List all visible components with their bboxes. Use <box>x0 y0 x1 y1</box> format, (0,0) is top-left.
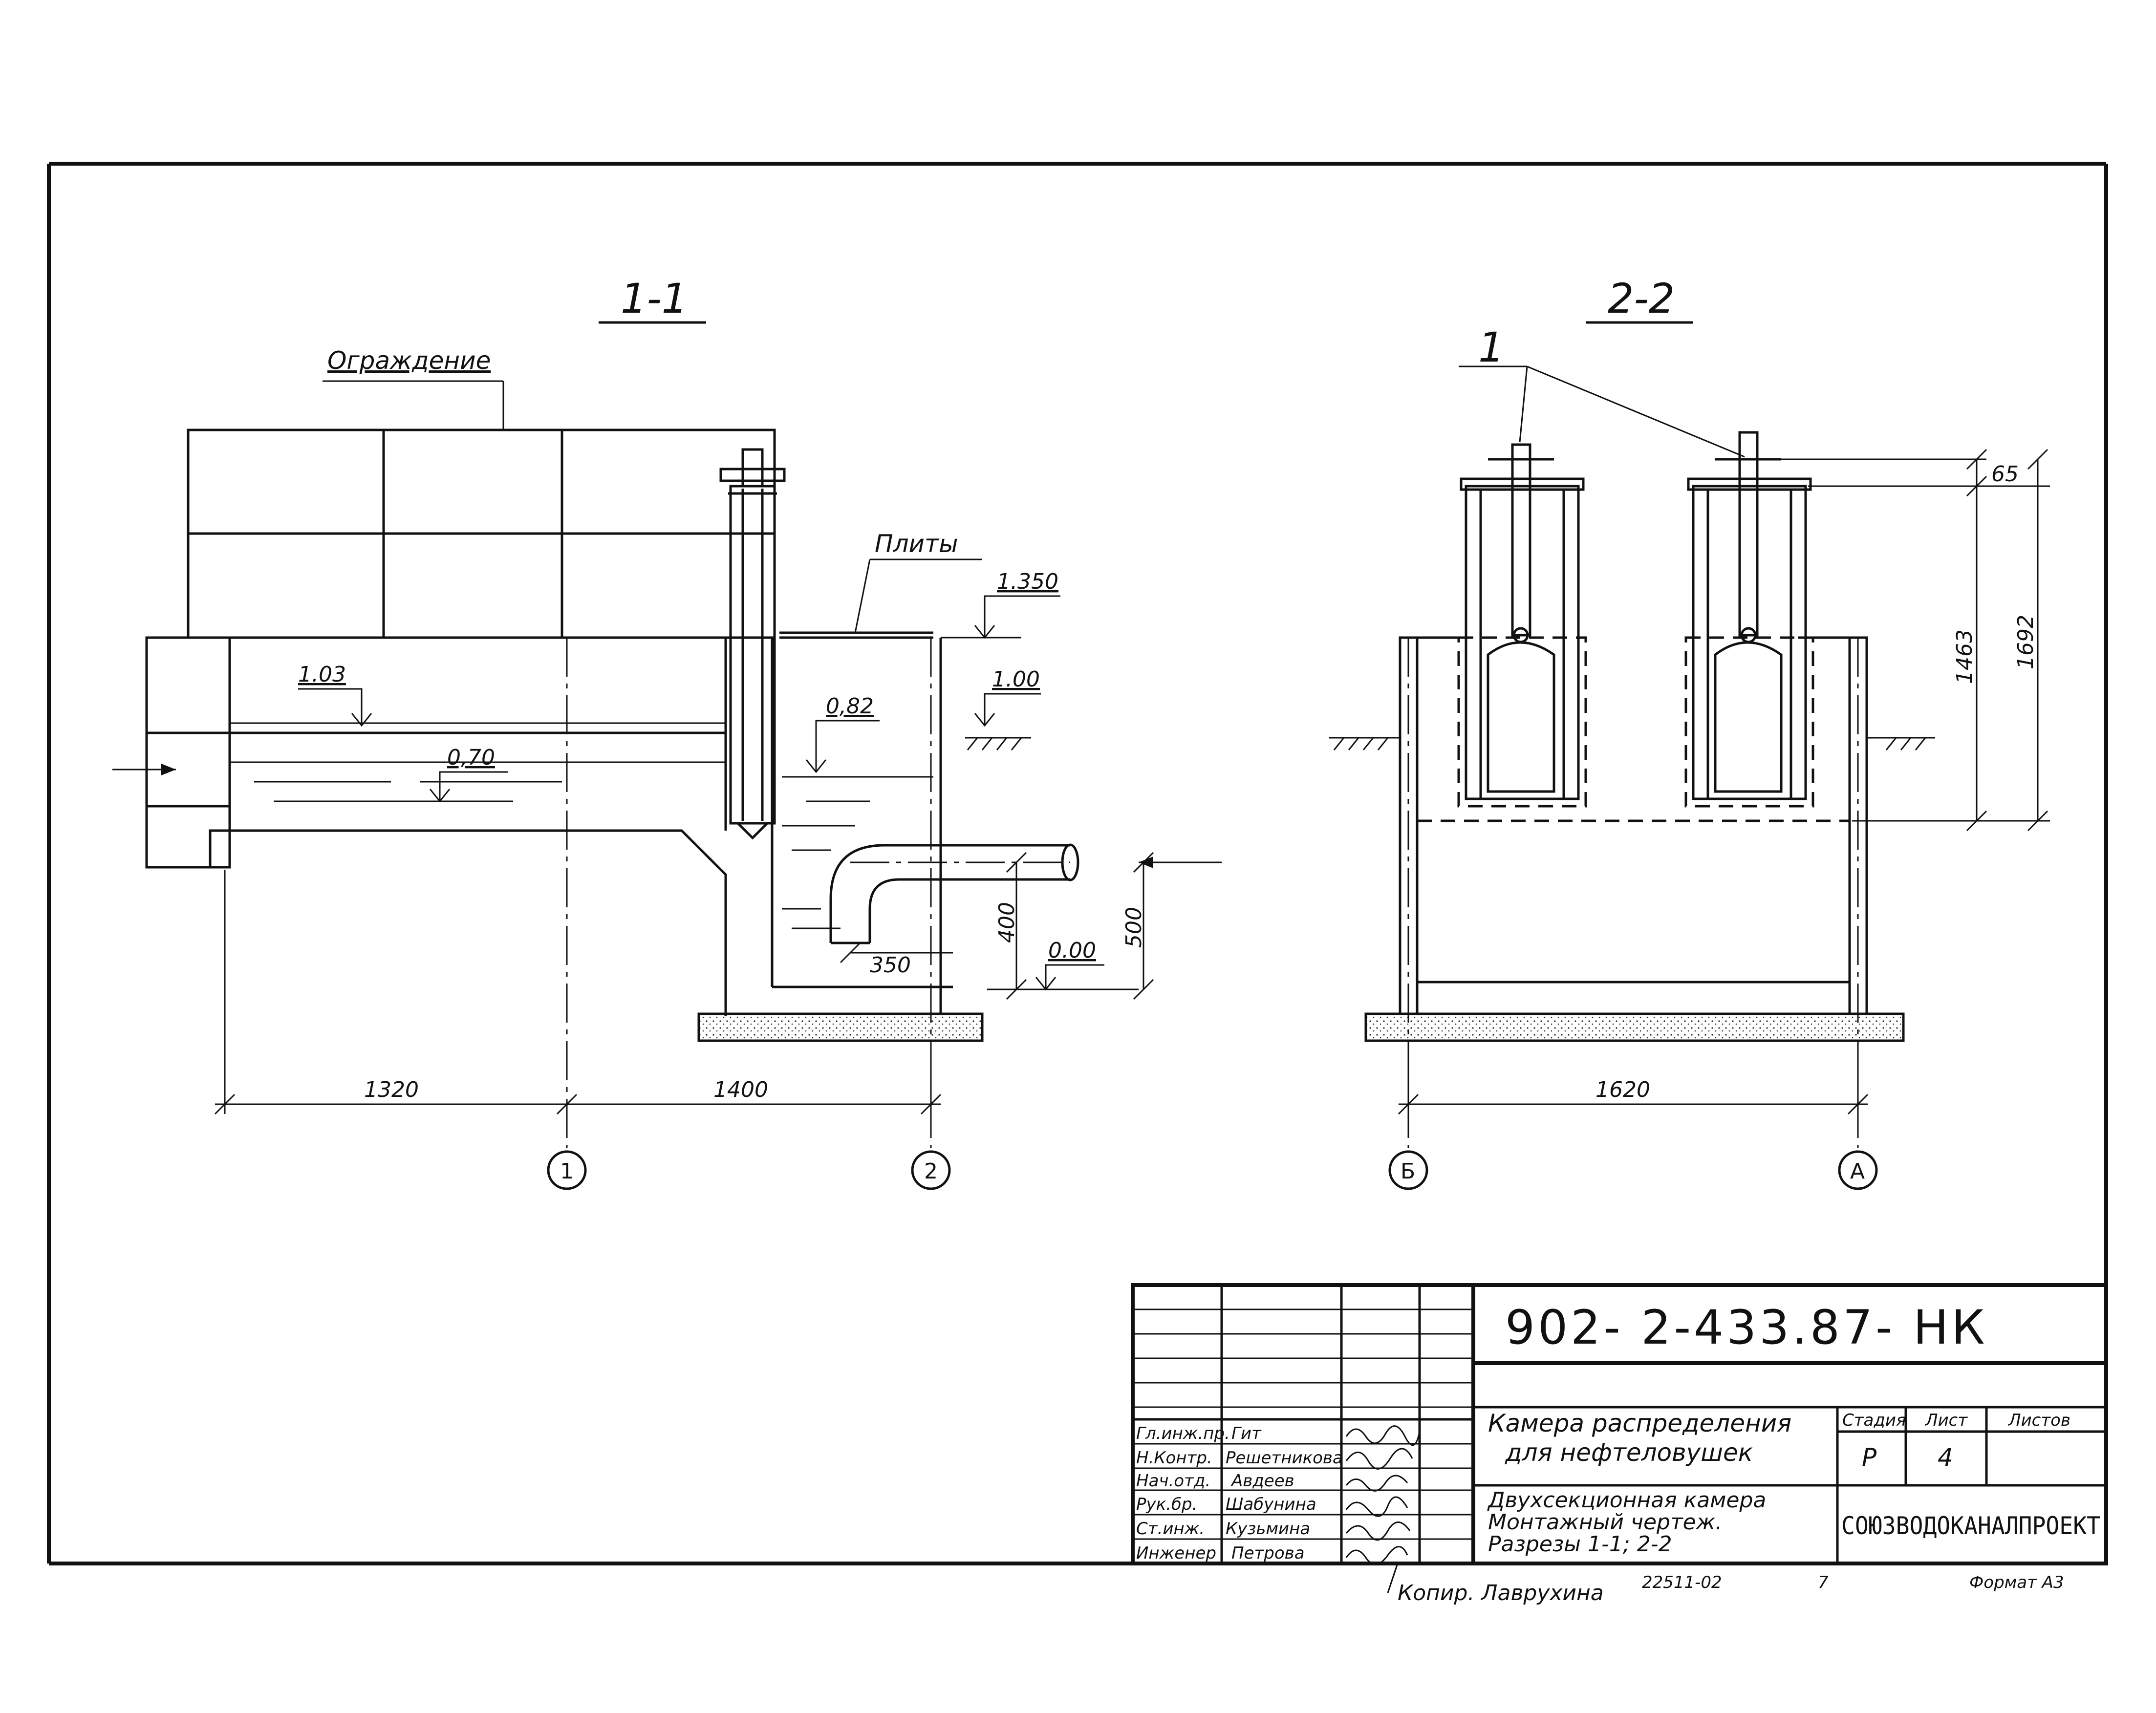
copied-by: Копир. Лаврухина <box>1398 1581 1604 1606</box>
name-3: Авдеев <box>1230 1471 1294 1491</box>
dim-350: 350 <box>870 953 911 978</box>
sheet-title-line-1: Двухсекционная камера <box>1487 1488 1766 1513</box>
stage-value: Р <box>1862 1443 1877 1472</box>
dimension-chain-section-1 <box>214 638 951 1190</box>
page-number: 7 <box>1818 1573 1829 1592</box>
elev-zero-label: 0.00 <box>1048 938 1096 963</box>
object-name-line-2: для нефтеловушек <box>1505 1438 1753 1467</box>
pipe-dimensions <box>840 852 1154 1000</box>
gate-section-1 <box>719 448 786 840</box>
dim-right: 1400 <box>713 1077 768 1102</box>
axis-1-label: 1 <box>560 1159 574 1184</box>
organization-name: СОЮЗВОДОКАНАЛПРОЕКТ <box>1841 1512 2100 1540</box>
name-6: Петрова <box>1231 1543 1305 1563</box>
sheet-value: 4 <box>1938 1443 1953 1472</box>
elev-top-label: 1.350 <box>997 569 1058 594</box>
role-6: Инженер <box>1136 1543 1216 1563</box>
name-2: Решетникова <box>1226 1448 1343 1468</box>
sheet-title-line-3: Разрезы 1-1; 2-2 <box>1488 1532 1672 1557</box>
foundation-section-2 <box>1364 1012 1905 1042</box>
dim-500: 500 <box>1121 907 1146 948</box>
signatures <box>1345 1425 1421 1593</box>
role-2: Н.Контр. <box>1136 1448 1212 1468</box>
elevation-marks-section-1 <box>298 595 1139 991</box>
section-2-2: 2-2 1 <box>1329 275 2050 1190</box>
paper-format: Формат А3 <box>1969 1573 2064 1592</box>
dim-1620: 1620 <box>1595 1077 1650 1102</box>
chamber <box>697 631 1222 1042</box>
callout-1-label: 1 <box>1478 323 1504 371</box>
role-1: Гл.инж.пр. <box>1136 1424 1230 1443</box>
order-number: 22511-02 <box>1642 1573 1722 1592</box>
section-1-title: 1-1 <box>621 275 688 322</box>
axis-a-label: А <box>1850 1159 1865 1184</box>
name-5: Кузьмина <box>1226 1519 1310 1539</box>
name-1: Гит <box>1231 1424 1262 1443</box>
sheet-header: Лист <box>1924 1411 1968 1430</box>
name-4: Шабунина <box>1226 1495 1316 1514</box>
level-2-label: 0,70 <box>447 745 495 770</box>
dim-left: 1320 <box>364 1077 419 1102</box>
level-3-label: 0,82 <box>826 694 874 719</box>
role-4: Рук.бр. <box>1136 1495 1197 1514</box>
dimensions-section-2 <box>1388 449 2050 1190</box>
channel <box>112 636 727 1016</box>
dim-1463: 1463 <box>1952 629 1977 684</box>
foundation-section-1 <box>697 1012 984 1042</box>
level-1-label: 1.03 <box>298 662 346 687</box>
axis-b-label: Б <box>1401 1159 1415 1184</box>
stage-header: Стадия <box>1842 1411 1906 1430</box>
axis-2-label: 2 <box>924 1159 938 1184</box>
elev-ground-label: 1.00 <box>992 667 1040 692</box>
fence <box>187 380 776 639</box>
section-2-title: 2-2 <box>1608 275 1675 322</box>
section-1-1: 1-1 Ограждение <box>112 275 1222 1190</box>
fence-label: Ограждение <box>327 346 491 375</box>
dim-65: 65 <box>1991 462 2019 487</box>
role-3: Нач.отд. <box>1136 1471 1210 1491</box>
dim-1692: 1692 <box>2013 615 2038 669</box>
callout-1 <box>1459 365 1745 458</box>
slabs-label: Плиты <box>875 530 958 558</box>
sheet-title-line-2: Монтажный чертеж. <box>1488 1510 1722 1535</box>
chamber-section-2 <box>1329 636 1935 1042</box>
title-block <box>1131 1283 2108 1565</box>
object-name-line-1: Камера распределения <box>1488 1409 1791 1437</box>
document-code: 902- 2-433.87- НК <box>1505 1300 1988 1355</box>
sheets-header: Листов <box>2007 1411 2070 1430</box>
dim-pipe-h: 400 <box>994 902 1019 943</box>
gate-right <box>1684 431 1814 808</box>
gate-left <box>1457 443 1587 808</box>
role-5: Ст.инж. <box>1136 1519 1205 1539</box>
slabs-callout <box>854 558 982 633</box>
